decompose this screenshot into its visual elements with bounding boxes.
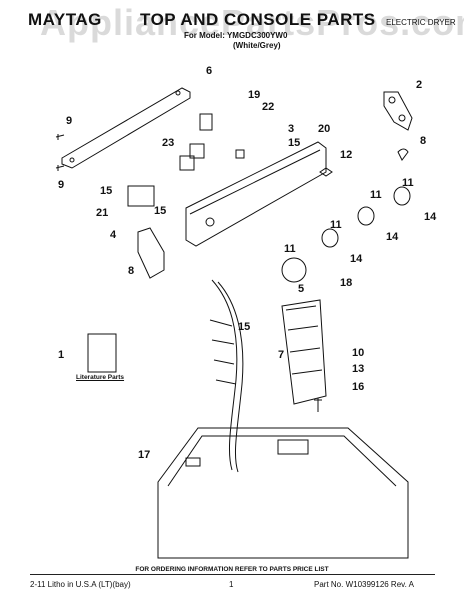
callout-label: 23 — [162, 137, 174, 149]
callout-label: 20 — [318, 123, 330, 135]
callout-label: 15 — [288, 137, 300, 149]
part-knob-18[interactable] — [281, 257, 307, 283]
callout-label: 15 — [100, 185, 112, 197]
part-wire-harness[interactable] — [211, 279, 244, 473]
part-number: Part No. W10399126 Rev. A — [314, 580, 414, 589]
callout-label: 16 — [352, 381, 364, 393]
watermark: AppliancePartsPros.com — [40, 2, 464, 43]
callout-label: 6 — [206, 65, 212, 77]
part-switch-22[interactable] — [189, 143, 205, 159]
callout-label: 4 — [110, 229, 117, 241]
part-console-end-cap[interactable] — [137, 227, 165, 279]
part-part-17[interactable] — [185, 457, 201, 467]
litho-info: 2-11 Litho in U.S.A (LT)(bay) — [30, 580, 131, 589]
callout-label: 8 — [420, 135, 426, 147]
part-lint-screen[interactable] — [281, 299, 327, 405]
part-hinge-bracket[interactable] — [383, 91, 413, 131]
product-type: ELECTRIC DRYER — [386, 18, 456, 27]
callout-label: 11 — [330, 219, 342, 231]
part-knob-2[interactable] — [357, 206, 375, 226]
callout-label: 15 — [154, 205, 166, 217]
callout-label: 14 — [424, 211, 437, 223]
callout-label: 2 — [416, 79, 422, 91]
callout-label: 9 — [66, 115, 72, 127]
callout-label: 11 — [370, 189, 382, 201]
part-part-3[interactable] — [235, 149, 245, 159]
callout-label: 14 — [350, 253, 363, 265]
callout-label: 9 — [58, 179, 64, 191]
callout-label: 8 — [128, 265, 134, 277]
callout-labels: 1 2 3 4 5 6 7 8 8 9 9 10 11 11 11 11 12 … — [58, 65, 437, 461]
footer-rule — [30, 574, 435, 575]
callout-label: 14 — [386, 231, 399, 243]
part-knob-1[interactable] — [393, 186, 411, 206]
callout-label: 18 — [340, 277, 352, 289]
callout-label: 5 — [298, 283, 304, 295]
callout-label: 3 — [288, 123, 294, 135]
brand-name: MAYTAG — [28, 10, 102, 29]
callout-label: 13 — [352, 363, 364, 375]
color-variant: (White/Grey) — [233, 41, 281, 50]
part-top-cover[interactable] — [157, 427, 409, 559]
part-literature[interactable] — [87, 333, 117, 373]
callout-label: 7 — [278, 349, 284, 361]
callout-label: 1 — [58, 349, 64, 361]
callout-label: 11 — [284, 243, 296, 255]
part-console-rear-bracket[interactable] — [61, 87, 191, 169]
callout-label: 15 — [238, 321, 250, 333]
callout-label: 11 — [402, 177, 414, 189]
ordering-note: FOR ORDERING INFORMATION REFER TO PARTS … — [135, 566, 329, 573]
part-knob-3[interactable] — [321, 228, 339, 248]
page-number: 1 — [229, 580, 234, 589]
model-number: For Model: YMGDC300YW0 — [184, 31, 288, 40]
callout-label: 21 — [96, 207, 108, 219]
part-part-21[interactable] — [127, 185, 155, 207]
callout-label: 10 — [352, 347, 364, 359]
part-switch-19[interactable] — [199, 113, 213, 131]
callout-label: 17 — [138, 449, 150, 461]
literature-parts-label: Literature Parts — [76, 374, 125, 381]
callout-label: 22 — [262, 101, 274, 113]
callout-label: 19 — [248, 89, 260, 101]
part-switch-23[interactable] — [179, 155, 195, 171]
callout-label: 12 — [340, 149, 352, 161]
diagram-title: TOP AND CONSOLE PARTS — [140, 10, 376, 29]
part-console-panel[interactable] — [185, 141, 327, 247]
